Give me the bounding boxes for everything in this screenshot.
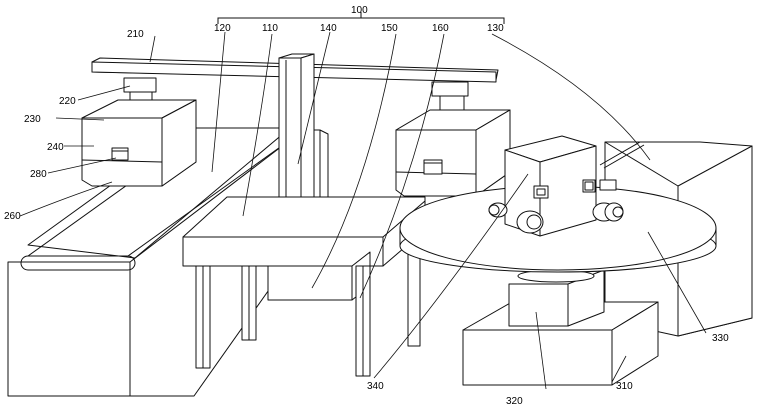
clamp-box-340	[488, 135, 624, 237]
leader-lines	[19, 31, 707, 390]
reference-labels: 100 120 110 140 150 160 130 210 220 230 …	[4, 5, 729, 407]
label-320: 320	[506, 396, 523, 407]
label-160: 160	[432, 23, 449, 34]
label-100: 100	[351, 5, 368, 16]
brace-100	[217, 12, 505, 24]
column-140	[278, 53, 329, 221]
label-340: 340	[367, 381, 384, 392]
label-240: 240	[47, 142, 64, 153]
label-310: 310	[616, 381, 633, 392]
label-230: 230	[24, 114, 41, 125]
label-330: 330	[712, 333, 729, 344]
label-140: 140	[320, 23, 337, 34]
label-210: 210	[127, 29, 144, 40]
label-220: 220	[59, 96, 76, 107]
label-150: 150	[381, 23, 398, 34]
label-120: 120	[214, 23, 231, 34]
label-260: 260	[4, 211, 21, 222]
left-suction-head	[81, 77, 197, 187]
label-110: 110	[262, 23, 278, 34]
label-280: 280	[30, 169, 47, 180]
right-suction-head	[395, 81, 511, 197]
label-130: 130	[487, 23, 504, 34]
table-110	[182, 196, 426, 377]
